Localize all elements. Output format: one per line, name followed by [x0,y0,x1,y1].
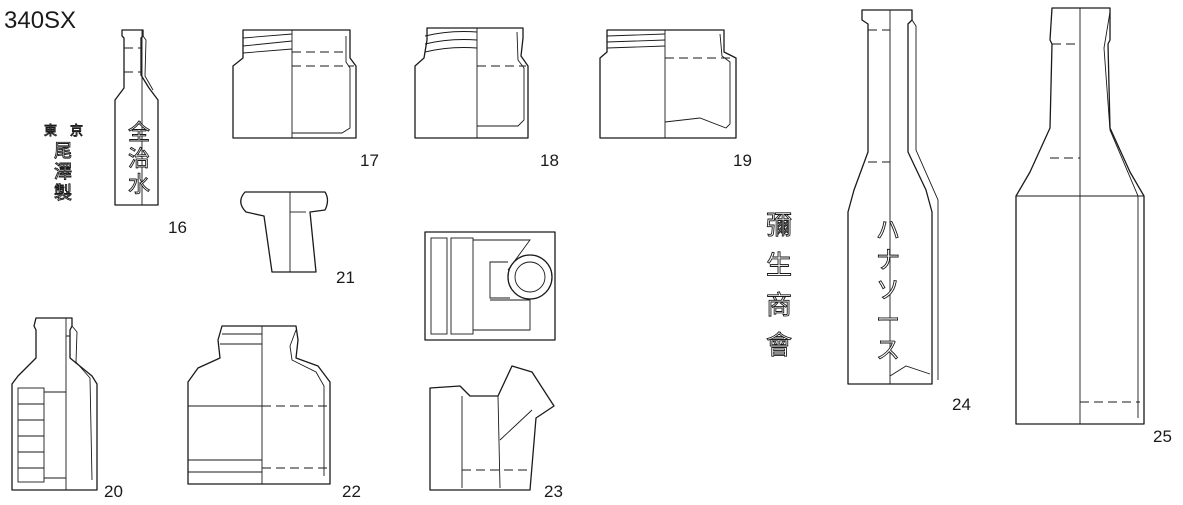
figure-22-ink-bottle: 22 [187,325,361,501]
fig24-inscription-product-4: ー [876,306,900,334]
fig24-inscription-product-5: ス [876,336,900,364]
figure-18-jar: 18 [414,27,559,170]
fig24-inscription-shop-1: 彌 [766,211,792,241]
fig24-inscription-shop-4: 會 [766,331,792,361]
figure-number-22: 22 [342,482,361,501]
figure-19-jar: 19 [599,29,752,170]
figure-24-bottle: 彌 生 商 會 ハ ナ ソ ー ス 24 [766,9,971,414]
figure-20-bottle: 20 [11,317,123,501]
fig24-inscription-product-2: ナ [876,246,900,274]
fig24-inscription-shop-3: 商 [766,291,792,321]
figure-number-18: 18 [540,151,559,170]
fig16-inscription-product-2: 治 [128,147,150,172]
figure-number-21: 21 [336,268,355,287]
figure-21-stopper: 21 [240,191,355,287]
figure-23-side-view: 23 [429,365,563,501]
fig16-inscription-maker-name-3: 製 [54,183,72,204]
figure-17-jar: 17 [232,29,379,170]
fig16-inscription-maker-name-2: 澤 [54,162,72,183]
fig24-inscription-product-3: ソ [876,276,900,304]
fig16-inscription-product-3: 水 [128,173,150,198]
figure-25-bottle: 25 [1015,7,1172,446]
fig16-inscription-product-1: 全 [128,121,150,146]
plate-id: 340SX [4,7,76,34]
figure-16-bottle: 東 京 尾 澤 製 全 治 水 16 [44,29,187,237]
figure-number-24: 24 [952,395,971,414]
figure-number-25: 25 [1153,427,1172,446]
figure-number-19: 19 [733,151,752,170]
figure-number-17: 17 [360,151,379,170]
figure-number-23: 23 [544,482,563,501]
fig16-inscription-maker-city: 東 京 [44,123,83,139]
figure-23-top-view [424,231,556,341]
figure-number-16: 16 [168,218,187,237]
fig24-inscription-shop-2: 生 [766,251,792,281]
fig16-inscription-maker-name-1: 尾 [54,141,72,162]
figure-number-20: 20 [104,482,123,501]
fig24-inscription-product-1: ハ [876,216,900,244]
